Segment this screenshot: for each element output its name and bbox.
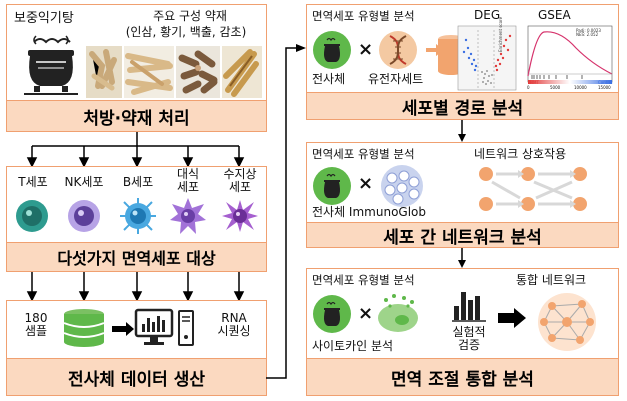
- gsea-stats: Padj: 0.0023 NES: 2.052: [576, 28, 601, 38]
- flow-connector: [266, 44, 306, 379]
- herbs-title: 주요 구성 약재: [153, 9, 227, 23]
- transcriptome-label: 전사체: [312, 72, 346, 86]
- down-arrow-1: [458, 120, 466, 142]
- times-sign: ×: [358, 303, 374, 324]
- rnaseq-label: RNA 시퀀싱: [217, 311, 251, 339]
- network-banner: 세포 간 네트워크 분석: [306, 222, 619, 248]
- deg-volcano-plot: [457, 25, 517, 91]
- integrated-banner: 면역 조절 통합 분석: [306, 358, 619, 396]
- transcriptome-data-banner: 전사체 데이터 생산: [6, 358, 267, 396]
- herb-atractylodes-image: [176, 46, 220, 98]
- bold-arrow-icon: [498, 308, 526, 328]
- cauldron-small-icon: [313, 31, 351, 69]
- times-sign: ×: [358, 173, 374, 194]
- t-cell-icon: [16, 200, 48, 232]
- dna-icon: [379, 31, 417, 69]
- herbs-list: (인삼, 황기, 백출, 감초): [125, 25, 247, 39]
- dendritic-cell-icon: [222, 200, 258, 232]
- cell-label-dendritic: 수지상 세포: [223, 167, 257, 195]
- herb-licorice-image: [222, 46, 262, 98]
- cell-label-nk: NK세포: [64, 175, 104, 189]
- immune-cells-banner: 다섯가지 면역세포 대상: [6, 242, 267, 272]
- gsea-right-tag: Control: [598, 80, 613, 85]
- cell-label-b: B세포: [122, 175, 154, 189]
- immunoglobulin-cells-icon: [381, 165, 423, 207]
- cells-to-data-arrows: [26, 272, 245, 302]
- times-sign: ×: [358, 39, 374, 60]
- geneset-label: 유전자세트: [368, 72, 424, 86]
- cauldron-icon: [24, 35, 78, 95]
- cauldron-small-icon: [313, 295, 351, 333]
- pathway-subtitle: 면역세포 유형별 분석: [312, 9, 415, 23]
- network-label: 전사체 ImmunoGlob: [312, 205, 426, 219]
- gsea-tick-15000: 15000: [598, 85, 611, 90]
- gsea-left-tag: HMT: [530, 80, 539, 85]
- branch-connector: [26, 132, 245, 168]
- cell-label-macrophage: 대식 세포: [176, 167, 200, 195]
- gsea-tick-10000: 10000: [574, 85, 587, 90]
- integrated-network-label: 통합 네트워크: [516, 273, 587, 287]
- down-arrow-2: [458, 248, 466, 268]
- cytokine-cell-icon: [378, 294, 418, 332]
- bar-chart-icon: [452, 292, 486, 322]
- gsea-ylabel: Enrichment score: [498, 16, 503, 52]
- computer-tower-icon: [178, 310, 194, 346]
- herb-astragalus-image: [124, 46, 174, 98]
- pathway-banner: 세포별 경로 분석: [306, 92, 619, 120]
- network-subtitle: 면역세포 유형별 분석: [312, 147, 415, 161]
- gsea-enrichment-plot: [527, 25, 613, 84]
- gsea-tick-5000: 5000: [550, 85, 561, 90]
- cell-label-t: T세포: [18, 175, 48, 189]
- experimental-validation-label: 실험적 검증: [452, 325, 486, 353]
- b-cell-icon: [120, 198, 156, 234]
- integrated-subtitle: 면역세포 유형별 분석: [312, 273, 415, 287]
- macrophage-icon: [170, 198, 206, 234]
- cytokine-label: 사이토카인 분석: [312, 339, 394, 353]
- sequencer-monitor-icon: [134, 308, 174, 345]
- prescription-banner: 처방·약재 처리: [6, 100, 267, 132]
- prescription-name: 보중익기탕: [14, 11, 74, 26]
- cauldron-small-icon: [313, 167, 351, 205]
- deg-label: DEG: [474, 8, 501, 22]
- herb-ginseng-image: [86, 46, 122, 98]
- interaction-network-diagram: [479, 167, 587, 211]
- nk-cell-icon: [68, 200, 100, 232]
- database-icon: [63, 309, 105, 347]
- network-title: 네트워크 상호작용: [474, 147, 567, 161]
- gsea-tick-0: 0: [527, 85, 530, 90]
- arrow-right-icon: [112, 322, 134, 336]
- integrated-network-icon: [538, 293, 596, 351]
- gsea-label: GSEA: [538, 8, 571, 22]
- samples-label: 180 샘플: [24, 311, 48, 339]
